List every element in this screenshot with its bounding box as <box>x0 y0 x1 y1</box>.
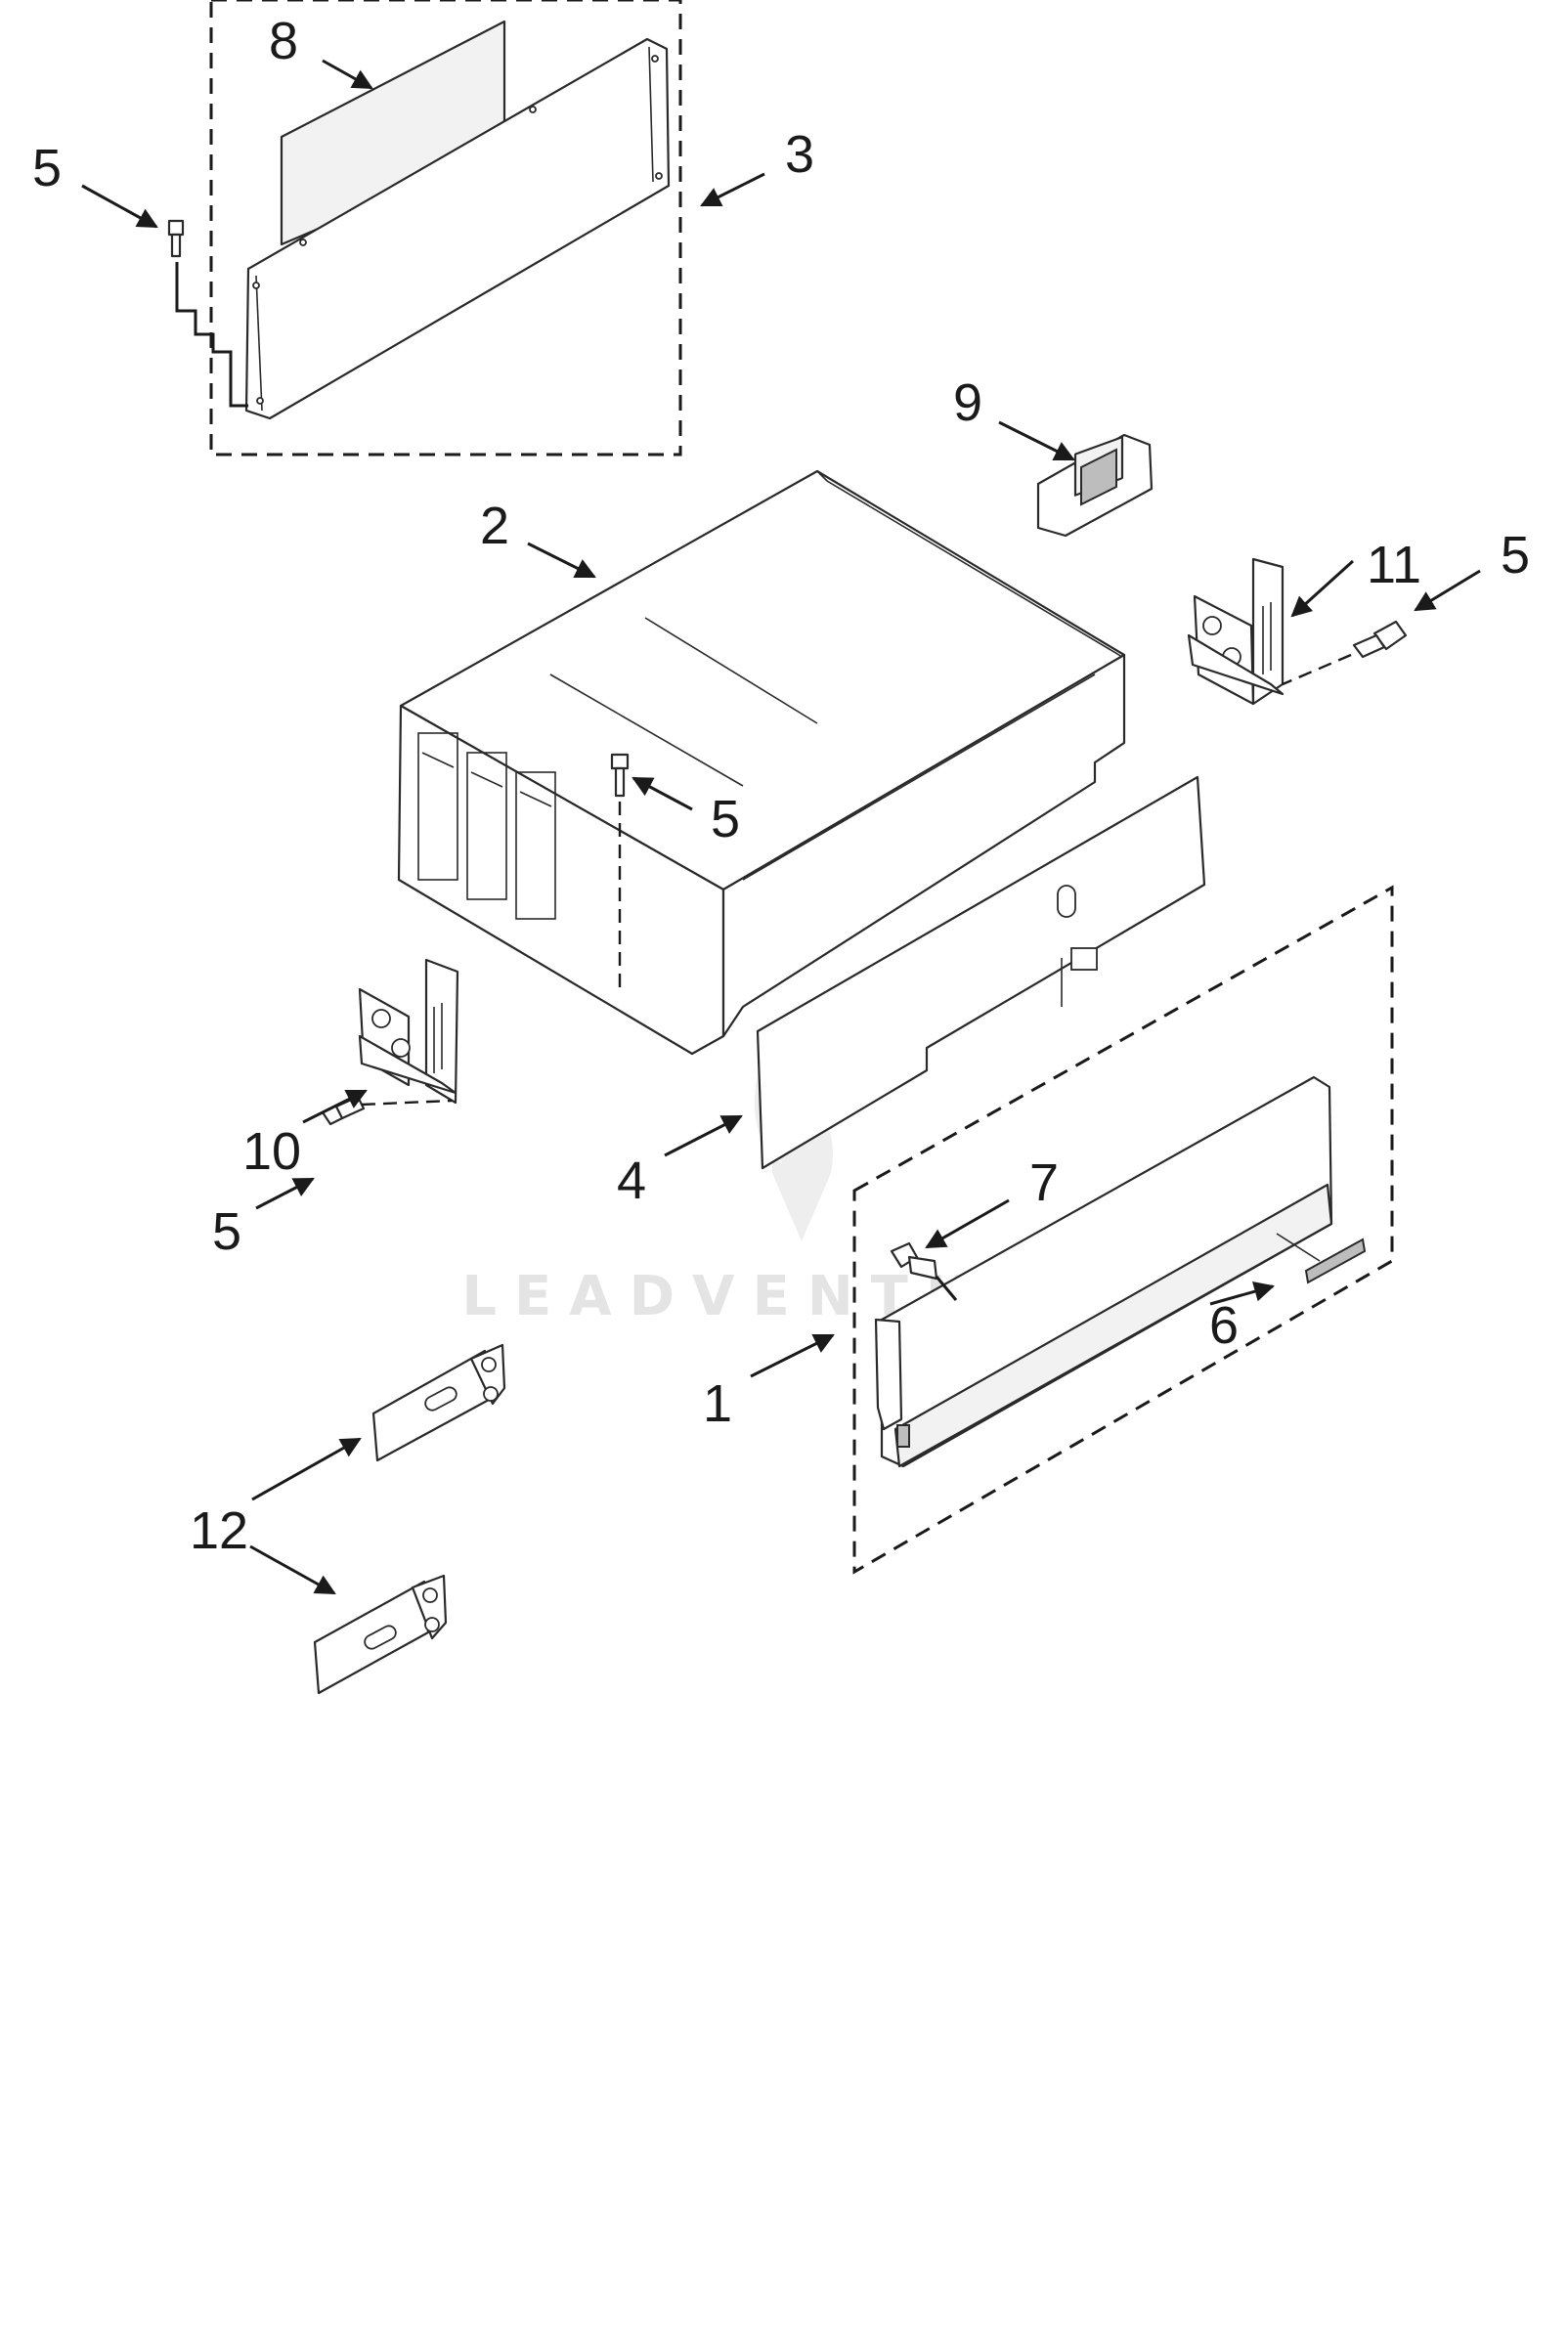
callout-11: 11 <box>1367 536 1421 594</box>
part-6-nameplate <box>1304 1238 1367 1284</box>
group-box-top <box>209 0 682 456</box>
screw-5-right <box>1352 620 1408 659</box>
part-3-rear-panel <box>244 37 671 420</box>
callout-6: 6 <box>1209 1296 1239 1355</box>
part-9-bracket <box>1036 433 1154 538</box>
callout-12: 12 <box>190 1501 248 1560</box>
part-1-front-panel <box>874 1075 1333 1468</box>
group-box-bottom <box>852 885 1394 1575</box>
part-12-bracket-lower <box>313 1574 448 1695</box>
leader-arrows <box>81 59 1481 1595</box>
part-11-side-bracket <box>1187 557 1285 706</box>
callout-9: 9 <box>953 373 982 432</box>
part-10-side-bracket <box>358 958 459 1105</box>
guide-part-6 <box>1276 1233 1321 1262</box>
guide-part-7 <box>935 1276 958 1301</box>
callout-3: 3 <box>785 125 814 184</box>
callout-4: 4 <box>617 1151 646 1210</box>
part-2-cabinet <box>397 469 1126 1056</box>
callout-5-left-lower: 5 <box>212 1202 241 1261</box>
part-1-lower-rail <box>893 1183 1333 1468</box>
callout-5-center: 5 <box>711 790 740 848</box>
callout-8: 8 <box>269 12 298 70</box>
callout-5-top-left: 5 <box>32 139 62 197</box>
callout-1: 1 <box>703 1374 732 1433</box>
callout-10: 10 <box>242 1122 301 1181</box>
part-4-panel <box>756 775 1206 1170</box>
guide-screw-5-right <box>1282 653 1352 686</box>
callout-7: 7 <box>1029 1153 1059 1212</box>
screw-5-center <box>610 753 630 798</box>
cabinet-louvers <box>417 732 556 920</box>
screw-5-top-left <box>167 219 185 258</box>
callout-5-right: 5 <box>1501 526 1530 585</box>
callout-2: 2 <box>480 497 509 555</box>
guide-screw-5-left-lower <box>361 1099 453 1107</box>
guide-screw-5-top-left <box>175 262 248 408</box>
part-12-bracket-upper <box>371 1343 506 1462</box>
